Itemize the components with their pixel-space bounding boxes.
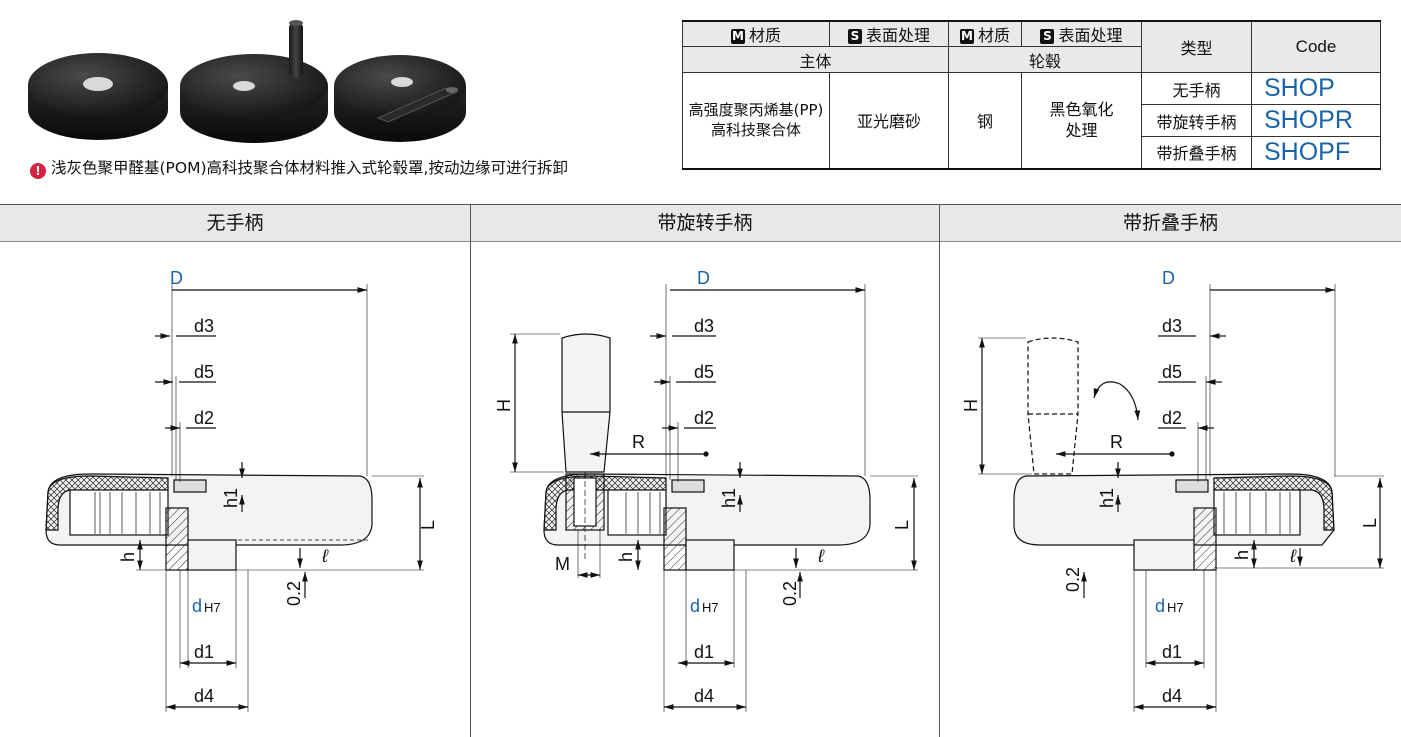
panel-title-plain: 无手柄 (0, 205, 470, 242)
badge-m: M (730, 29, 745, 44)
panels-top-border (0, 204, 1401, 205)
note-text: 浅灰色聚甲醛基(POM)高科技聚合体材料推入式轮毂罩,按动边缘可进行拆卸 (51, 159, 568, 177)
dim-d2: d2 (194, 408, 214, 428)
body-material: 高强度聚丙烯基(PP)高科技聚合体 (682, 72, 830, 169)
panel-title-folding: 带折叠手柄 (940, 205, 1401, 242)
dim-d2: d2 (694, 408, 714, 428)
dim-dH7: d (192, 596, 202, 616)
dim-L: L (892, 520, 912, 530)
panel-divider (470, 205, 471, 737)
labels-rotating: D d3 d5 d2 R H h1 L h ℓ 0.2 M d H7 d1 d4 (494, 268, 912, 706)
dim-d4: d4 (694, 686, 714, 706)
product-photos (28, 20, 466, 143)
dim-D: D (1162, 268, 1175, 288)
badge-s: S (1040, 29, 1055, 44)
photo-wheel-plain (28, 53, 168, 140)
dim-d2: d2 (1162, 408, 1182, 428)
hub-surface: 黑色氧化处理 (1021, 72, 1142, 169)
dim-M: M (555, 554, 570, 574)
type-cell: 带折叠手柄 (1141, 136, 1252, 169)
code-cell: SHOP (1251, 72, 1381, 105)
dim-d3: d3 (194, 316, 214, 336)
dim-d5: d5 (194, 362, 214, 382)
code-cell: SHOPR (1251, 104, 1381, 137)
dim-d5: d5 (694, 362, 714, 382)
dim-d5: d5 (1162, 362, 1182, 382)
dim-l: ℓ (1289, 546, 1297, 566)
photo-wheel-rotating-handle (180, 20, 328, 143)
labels-folding: D d3 d5 d2 R H h1 L h ℓ 0.2 d H7 d1 d4 (961, 268, 1380, 706)
dim-D: D (697, 268, 710, 288)
code-cell: SHOPF (1251, 136, 1381, 169)
group-body: 主体 (682, 46, 949, 73)
dim-d4: d4 (1162, 686, 1182, 706)
dim-0-2: 0.2 (780, 581, 800, 606)
dim-R: R (1110, 432, 1123, 452)
dim-0-2: 0.2 (1063, 567, 1083, 592)
dim-dH7: d (1155, 596, 1165, 616)
dim-L: L (418, 520, 438, 530)
col-code: Code (1251, 20, 1381, 73)
dim-h1: h1 (719, 488, 739, 508)
hub-material: 钢 (948, 72, 1022, 169)
dim-H: H (961, 399, 981, 412)
dim-R: R (632, 432, 645, 452)
dim-l: ℓ (321, 546, 329, 566)
drawing-rotating (510, 284, 918, 712)
dim-dH7: d (690, 596, 700, 616)
dim-h1: h1 (221, 488, 241, 508)
dim-d3: d3 (1162, 316, 1182, 336)
drawing-plain (45, 284, 424, 712)
dim-h1: h1 (1097, 488, 1117, 508)
group-hub: 轮毂 (948, 46, 1142, 73)
dim-d1: d1 (1162, 642, 1182, 662)
col-type: 类型 (1141, 20, 1252, 73)
labels-plain: D d3 d5 d2 h1 L h ℓ 0.2 d H7 d1 d4 (118, 268, 438, 706)
dim-h: h (1232, 550, 1252, 560)
dim-dH7-sub: H7 (1167, 600, 1184, 615)
dim-h: h (118, 552, 138, 562)
dim-h: h (616, 552, 636, 562)
badge-s: S (847, 29, 862, 44)
dim-D: D (170, 268, 183, 288)
body-surface: 亚光磨砂 (829, 72, 949, 169)
drawing-folding (978, 284, 1384, 712)
panel-divider (939, 205, 940, 737)
dim-dH7-sub: H7 (204, 600, 221, 615)
warning-icon: ! (30, 163, 46, 179)
dim-L: L (1360, 518, 1380, 528)
photo-wheel-folding-handle (334, 55, 466, 142)
note: ! 浅灰色聚甲醛基(POM)高科技聚合体材料推入式轮毂罩,按动边缘可进行拆卸 (30, 156, 568, 179)
badge-m: M (959, 29, 974, 44)
dim-d4: d4 (194, 686, 214, 706)
dim-d1: d1 (694, 642, 714, 662)
panel-title-rotating: 带旋转手柄 (471, 205, 939, 242)
dim-H: H (494, 399, 514, 412)
dim-d1: d1 (194, 642, 214, 662)
dim-dH7-sub: H7 (702, 600, 719, 615)
dim-0-2: 0.2 (284, 581, 304, 606)
dim-d3: d3 (694, 316, 714, 336)
dim-l: ℓ (817, 546, 825, 566)
